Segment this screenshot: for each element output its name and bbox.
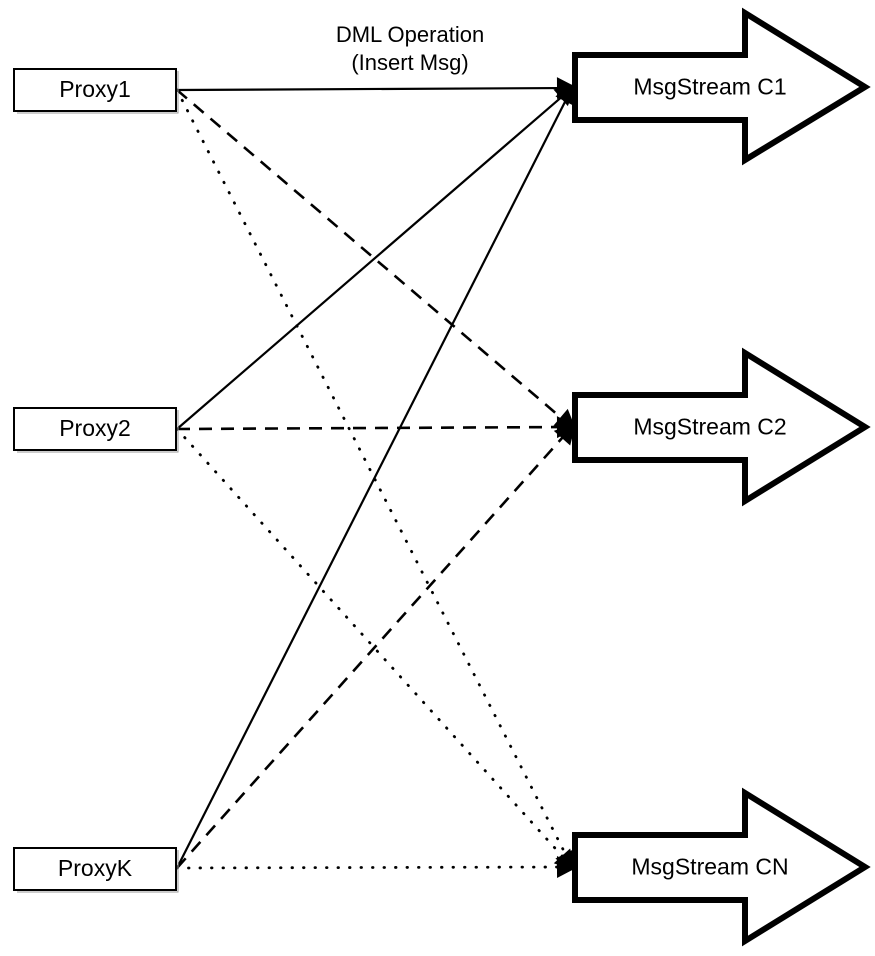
- proxy-label: Proxy1: [59, 76, 131, 102]
- proxy-label: ProxyK: [58, 855, 133, 881]
- proxy-node-proxy2[interactable]: Proxy2: [13, 407, 179, 453]
- stream-node-stream_cn[interactable]: MsgStream CN: [572, 787, 871, 947]
- connection-p2-cn: [175, 427, 565, 859]
- connection-p2-c1: [176, 96, 563, 430]
- stream-label: MsgStream C1: [633, 74, 786, 100]
- proxy-box-edge-shade: [17, 410, 179, 453]
- proxy-box-edge-shade: [17, 71, 179, 114]
- arrowhead-pk-c2: [553, 422, 577, 446]
- stream-arrow-shape[interactable]: [572, 7, 871, 166]
- proxy-box-rect[interactable]: [13, 407, 177, 451]
- arrowheads-layer: [553, 77, 578, 879]
- edge-label-line2: (Insert Msg): [351, 50, 468, 75]
- connection-pk-c2: [176, 436, 564, 869]
- stream-label: MsgStream CN: [631, 854, 788, 880]
- connection-p2-c2: [176, 425, 559, 431]
- stream-node-stream_c2[interactable]: MsgStream C2: [572, 347, 871, 507]
- stream-node-stream_c1[interactable]: MsgStream C1: [572, 7, 871, 166]
- proxy-label: Proxy2: [59, 415, 131, 441]
- proxy-box-rect[interactable]: [13, 847, 177, 891]
- stream-arrow-shape[interactable]: [572, 347, 871, 507]
- connections-layer: [175, 86, 568, 870]
- edge-label: DML Operation (Insert Msg): [336, 22, 484, 75]
- proxy-node-proxyk[interactable]: ProxyK: [13, 847, 179, 893]
- connection-pk-cn: [175, 865, 560, 870]
- connection-p1-c2: [176, 89, 563, 419]
- edge-label-line1: DML Operation: [336, 22, 484, 47]
- arrowhead-pk-cn: [556, 856, 578, 879]
- proxy-node-proxy1[interactable]: Proxy1: [13, 68, 179, 114]
- connection-pk-c1: [176, 99, 567, 869]
- stream-arrow-shape[interactable]: [572, 787, 871, 947]
- proxy-box-rect[interactable]: [13, 68, 177, 112]
- stream-label: MsgStream C2: [633, 414, 786, 440]
- streams-layer: MsgStream C1 MsgStream C2 MsgStream CN: [572, 7, 871, 947]
- connection-p1-c1: [176, 86, 559, 92]
- arrowhead-pk-c1: [555, 82, 576, 107]
- connection-p1-cn: [175, 88, 568, 856]
- proxy-box-edge-shade: [17, 850, 179, 893]
